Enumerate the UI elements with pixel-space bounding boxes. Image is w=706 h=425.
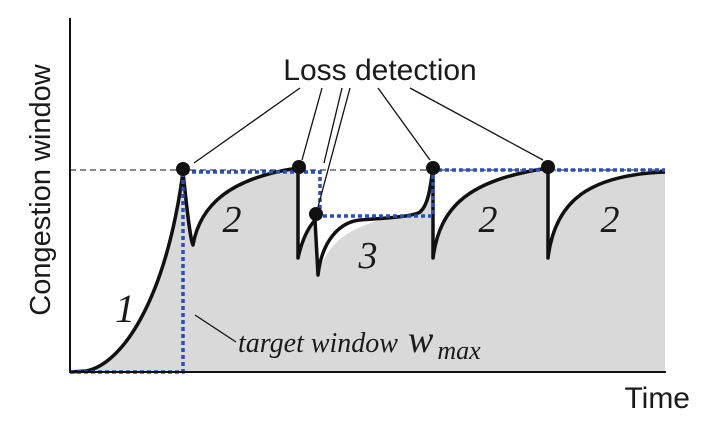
x-axis-label: Time	[624, 382, 690, 415]
loss-detection-leaders	[193, 87, 544, 208]
loss-marker	[426, 161, 440, 175]
target-window-text: target window	[238, 328, 398, 359]
loss-detection-label: Loss detection	[283, 54, 476, 87]
wmax-subscript: max	[437, 336, 481, 365]
phase-label-2: 2	[479, 199, 498, 241]
loss-marker	[309, 207, 323, 221]
phase-label-1: 1	[115, 286, 135, 331]
y-axis-label: Congestion window	[25, 63, 57, 316]
loss-marker	[292, 160, 306, 174]
wmax-symbol: w	[408, 319, 434, 361]
window-area-fill	[70, 168, 665, 372]
loss-marker	[176, 162, 190, 176]
target-window-label: target window w max	[238, 319, 481, 365]
phase-label-2: 2	[223, 199, 242, 241]
phase-label-2: 2	[601, 199, 620, 241]
target-window-line	[70, 168, 665, 374]
loss-markers	[176, 160, 555, 221]
phase-label-3: 3	[358, 235, 378, 277]
loss-marker	[541, 160, 555, 174]
target-window-leader	[194, 314, 237, 343]
